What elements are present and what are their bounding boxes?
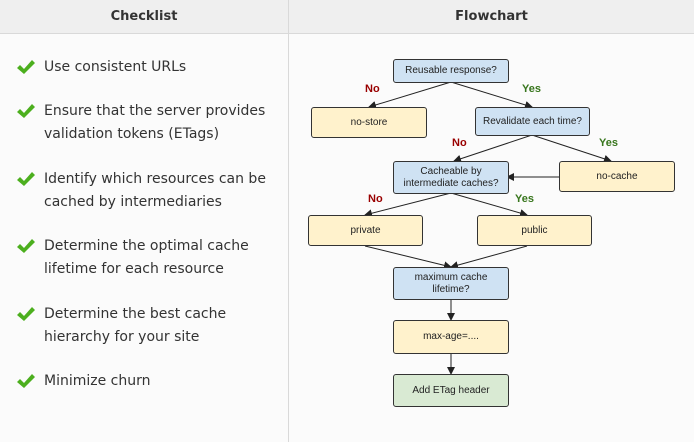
flowchart-header: Flowchart: [289, 0, 694, 34]
no-store-node: no-store: [311, 107, 427, 138]
checkmark-icon: [17, 172, 35, 186]
checkmark-icon: [17, 374, 35, 388]
connector-arrow: [364, 245, 452, 270]
private-node: private: [308, 215, 423, 246]
connector-arrow: [453, 134, 533, 163]
max-age-node: max-age=....: [393, 320, 509, 354]
checklist-item-text: Minimize churn: [44, 373, 151, 389]
yes-label: Yes: [515, 193, 534, 205]
add-etag-node: Add ETag header: [393, 374, 509, 407]
connector-arrow: [450, 81, 533, 109]
connector-arrow: [531, 134, 612, 163]
no-label: No: [452, 137, 467, 149]
connector-arrow: [450, 245, 528, 269]
flowchart: Reusable response? no-store Revalidate e…: [289, 34, 694, 442]
connector-arrow: [450, 192, 528, 217]
checklist-item: Use consistent URLs: [16, 56, 281, 79]
checklist-item-text: Use consistent URLs: [44, 59, 187, 75]
no-cache-node: no-cache: [559, 161, 675, 192]
no-label: No: [368, 193, 383, 205]
checkmark-icon: [17, 307, 35, 321]
connector-arrow: [364, 192, 452, 218]
reusable-response-node: Reusable response?: [393, 59, 509, 83]
checklist-item: Minimize churn: [16, 370, 281, 393]
checkmark-icon: [17, 239, 35, 253]
revalidate-node: Revalidate each time?: [475, 107, 590, 136]
checklist-header: Checklist: [0, 0, 288, 34]
checkmark-icon: [17, 60, 35, 74]
yes-label: Yes: [599, 137, 618, 149]
checkmark-icon: [17, 104, 35, 118]
connector-arrow: [368, 81, 452, 109]
yes-label: Yes: [522, 83, 541, 95]
no-label: No: [365, 83, 380, 95]
flowchart-connectors: [364, 81, 612, 375]
column-divider: [288, 0, 289, 442]
public-node: public: [477, 215, 592, 246]
